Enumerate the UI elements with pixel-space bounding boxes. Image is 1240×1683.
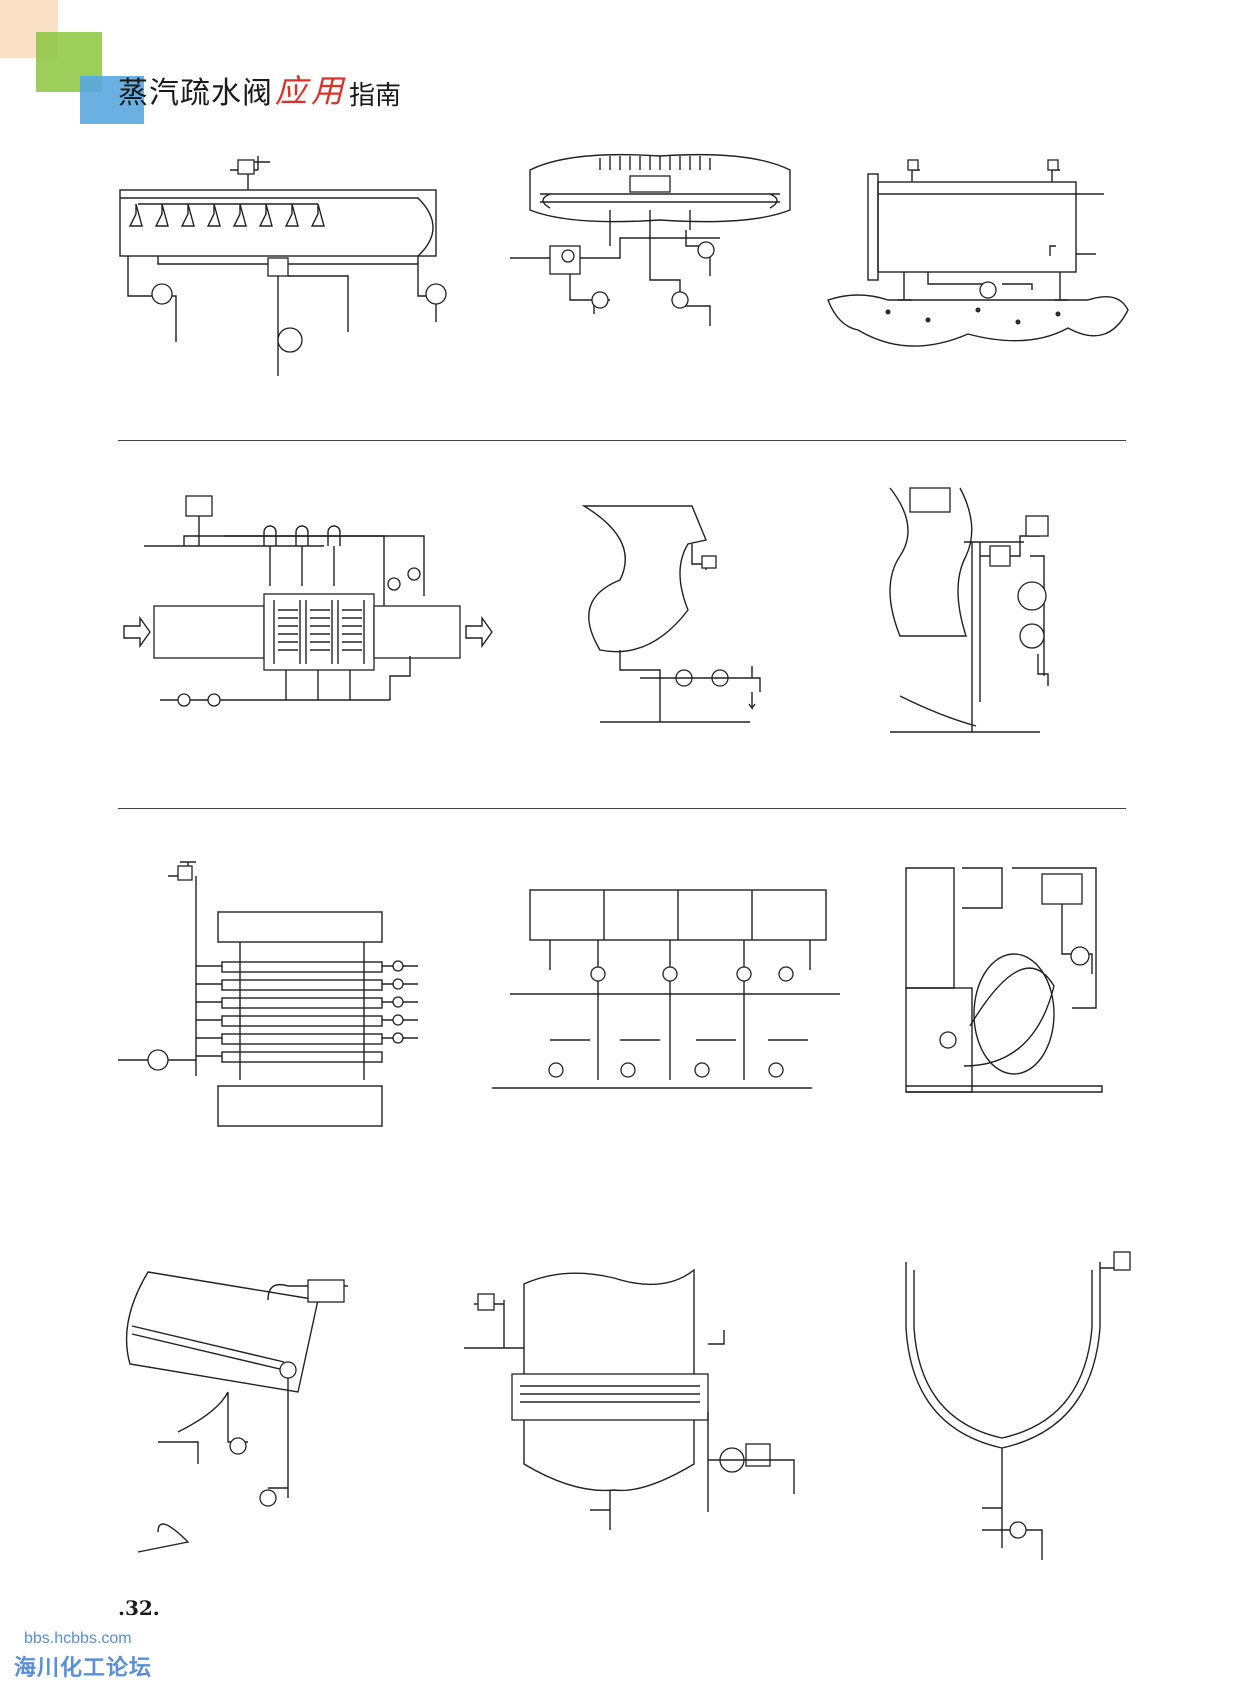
page-number: .32. bbox=[118, 1596, 160, 1620]
watermark-name: 海川化工论坛 bbox=[14, 1656, 153, 1681]
diagram-drum-dryer bbox=[580, 500, 800, 730]
diagram-kettle bbox=[902, 1248, 1131, 1568]
header-decor-blue bbox=[80, 76, 144, 124]
diagram-bearing-jacket bbox=[880, 486, 1120, 736]
page-title: 蒸汽疏水阀 应 用 指南 bbox=[118, 62, 401, 112]
diagram-multi-platen-press bbox=[118, 852, 428, 1132]
diagram-cylinder-dryers bbox=[490, 860, 840, 1110]
diagram-tank-foundation bbox=[827, 150, 1129, 360]
watermark-url: bbs.hcbbs.com bbox=[24, 1630, 132, 1647]
title-tail: 指南 bbox=[349, 81, 402, 111]
divider-row-1 bbox=[118, 440, 1126, 441]
diagram-fan-coil bbox=[510, 150, 810, 340]
diagram-machine-belt-drive bbox=[904, 866, 1114, 1116]
diagram-spray-tank bbox=[118, 148, 448, 376]
title-highlight-2: 用 bbox=[311, 72, 344, 110]
divider-row-2 bbox=[118, 808, 1126, 809]
title-main: 蒸汽疏水阀 bbox=[118, 76, 273, 111]
title-highlight-1: 应 bbox=[275, 72, 308, 110]
diagram-inclined-drum bbox=[118, 1262, 348, 1562]
diagram-air-heater bbox=[123, 494, 504, 724]
diagram-jacketed-vessel bbox=[464, 1264, 844, 1564]
